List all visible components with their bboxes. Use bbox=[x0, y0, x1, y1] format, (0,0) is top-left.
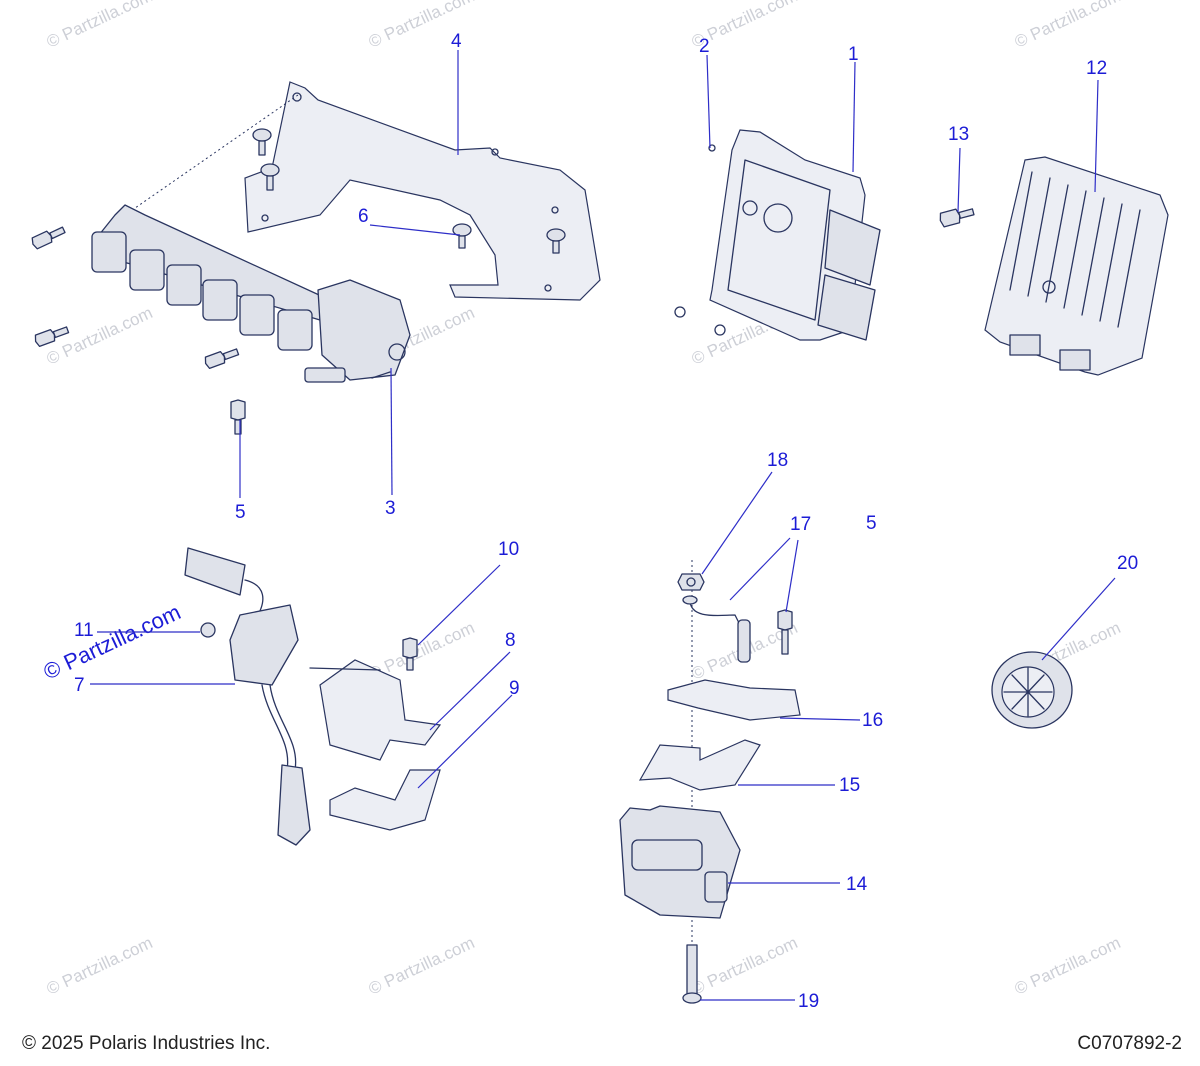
callout-10: 10 bbox=[498, 539, 519, 560]
callout-14: 14 bbox=[846, 874, 868, 895]
sensor-bracket-8 bbox=[309, 659, 442, 761]
callouts: 1 2 3 4 5 5 6 7 8 9 10 11 12 13 14 15 16… bbox=[74, 31, 1138, 1012]
coil-assembly bbox=[619, 560, 801, 1004]
callout-16: 16 bbox=[862, 710, 883, 731]
bolt bbox=[260, 163, 280, 191]
watermark: © Partzilla.com bbox=[366, 933, 478, 999]
callout-18: 18 bbox=[767, 450, 788, 471]
watermarks: © Partzilla.com © Partzilla.com © Partzi… bbox=[40, 0, 1124, 999]
callout-19: 19 bbox=[798, 991, 819, 1012]
bolt bbox=[402, 637, 418, 671]
callout-5: 5 bbox=[235, 502, 246, 523]
callout-12: 12 bbox=[1086, 58, 1107, 79]
callout-3: 3 bbox=[385, 498, 396, 519]
drawing-number: C0707892-2 bbox=[1077, 1033, 1182, 1054]
watermark: © Partzilla.com bbox=[44, 0, 156, 52]
watermark-large: © Partzilla.com bbox=[40, 599, 185, 684]
callout-5: 5 bbox=[866, 513, 877, 534]
bolt bbox=[34, 326, 70, 348]
sensor-harness bbox=[184, 547, 311, 846]
bolt bbox=[31, 226, 66, 250]
callout-13: 13 bbox=[948, 124, 969, 145]
callout-9: 9 bbox=[509, 678, 520, 699]
callout-2: 2 bbox=[699, 36, 710, 57]
leader-lines bbox=[90, 50, 1116, 1001]
callout-20: 20 bbox=[1117, 553, 1138, 574]
bolt bbox=[252, 128, 272, 156]
callout-1: 1 bbox=[848, 44, 859, 65]
bolt bbox=[939, 208, 975, 228]
bolt bbox=[777, 609, 793, 655]
watermark: © Partzilla.com bbox=[689, 933, 801, 999]
watermark: © Partzilla.com bbox=[1012, 0, 1124, 52]
bolt bbox=[452, 223, 472, 249]
callout-6: 6 bbox=[358, 206, 369, 227]
watermark: © Partzilla.com bbox=[1012, 933, 1124, 999]
callout-11: 11 bbox=[74, 620, 94, 641]
callout-17: 17 bbox=[790, 514, 811, 535]
callout-7: 7 bbox=[74, 675, 85, 696]
ecu-module bbox=[674, 129, 881, 341]
callout-4: 4 bbox=[451, 31, 462, 52]
callout-15: 15 bbox=[839, 775, 860, 796]
grommet bbox=[991, 651, 1073, 729]
sensor-bracket-9 bbox=[329, 769, 441, 831]
copyright-notice: © 2025 Polaris Industries Inc. bbox=[22, 1033, 271, 1054]
bolt bbox=[230, 399, 246, 435]
mounting-bracket bbox=[244, 81, 601, 301]
voltage-regulator bbox=[984, 156, 1169, 376]
bolts-upper-left bbox=[31, 128, 566, 435]
coil-harness bbox=[91, 204, 411, 383]
bolt bbox=[204, 348, 240, 370]
callout-8: 8 bbox=[505, 630, 516, 651]
bolt bbox=[546, 228, 566, 254]
watermark: © Partzilla.com bbox=[44, 933, 156, 999]
